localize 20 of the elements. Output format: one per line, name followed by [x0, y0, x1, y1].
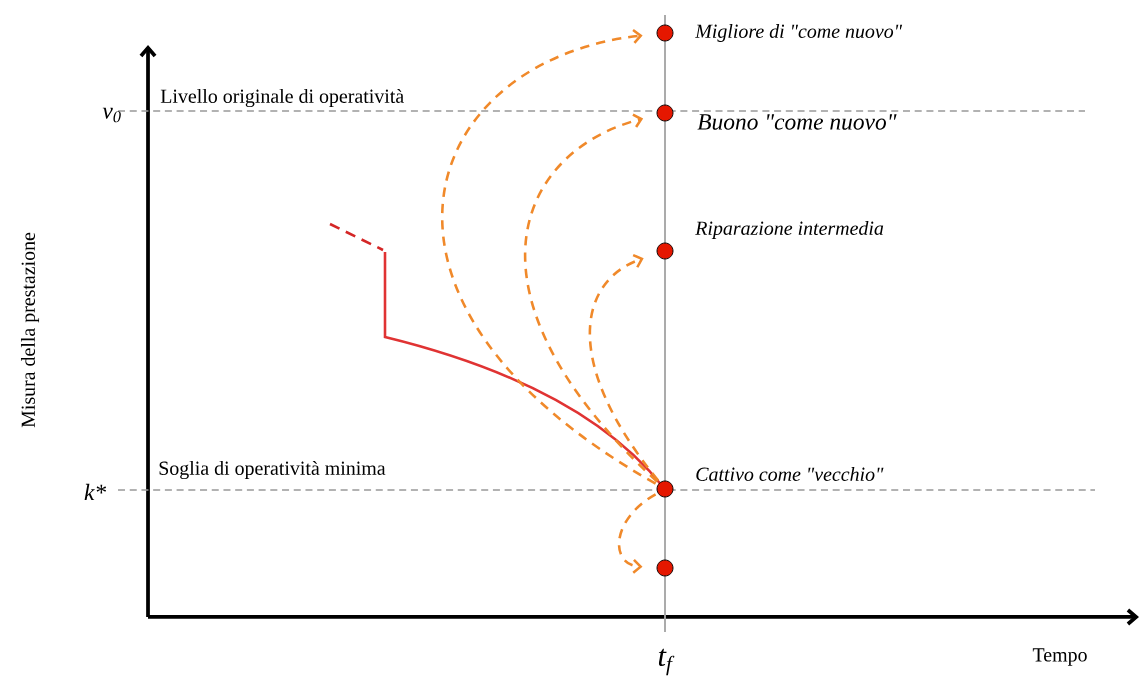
arrow — [441, 29, 657, 485]
value-label: v$_{0}$ — [102, 107, 121, 123]
reference-label: Soglia di operatività minima — [159, 460, 386, 480]
point-label: Riparazione intermedia — [695, 220, 884, 240]
point-marker — [656, 242, 674, 260]
axis-label: Misura della prestazione — [21, 232, 40, 428]
arrow — [524, 113, 658, 483]
point-marker — [656, 559, 674, 577]
point-marker — [656, 24, 674, 42]
reference-label: Livello originale di operatività — [160, 88, 404, 108]
value-label: k* — [84, 483, 107, 501]
point-label: Buono "come nuovo" — [697, 114, 897, 130]
arrow — [588, 253, 660, 482]
point-marker — [656, 480, 674, 498]
point-label: Cattivo come "vecchio" — [696, 467, 884, 481]
point-label: Migliore di "come nuovo" — [695, 23, 903, 43]
point-marker — [656, 104, 674, 122]
tick-label: t$_{f}$ — [658, 648, 675, 676]
axis-label: Tempo — [1032, 648, 1087, 666]
arrow — [617, 493, 657, 574]
